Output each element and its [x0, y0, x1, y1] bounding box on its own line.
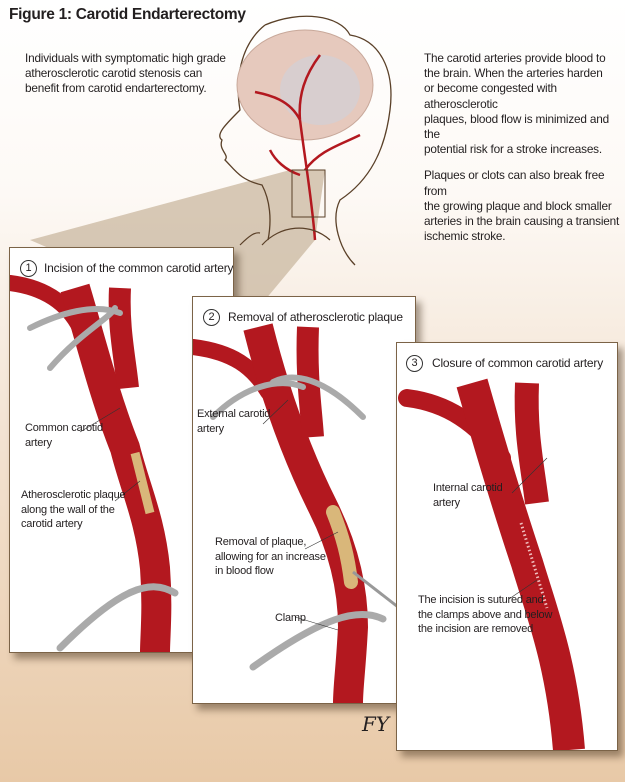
label-removal: Removal of plaque, allowing for an incre…: [215, 535, 326, 579]
label-line: the incision are removed: [418, 623, 534, 635]
intro-right-text: The carotid arteries provide blood to th…: [424, 51, 625, 244]
text-line: the growing plaque and block smaller: [424, 198, 612, 213]
text-line: the brain. When the arteries harden: [424, 66, 603, 81]
label-plaque: Atherosclerotic plaque along the wall of…: [21, 488, 126, 532]
artery-closure-illustration: [398, 378, 585, 750]
step-number-3: 3: [406, 355, 423, 372]
label-common-carotid: Common carotid artery: [25, 421, 103, 450]
text-line: Individuals with symptomatic high grade: [25, 51, 226, 65]
label-line: Internal carotid: [433, 482, 503, 494]
panel-2-removal: 2 Removal of atherosclerotic plaque Exte…: [192, 296, 416, 704]
label-line: allowing for an increase: [215, 550, 326, 563]
label-line: in blood flow: [215, 565, 274, 577]
label-line: Common carotid: [25, 422, 103, 434]
figure-title: Figure 1: Carotid Endarterectomy: [9, 6, 246, 23]
text-line: or become congested with atherosclerotic: [424, 81, 557, 111]
label-line: along the wall of the: [21, 503, 115, 516]
label-external-carotid: External carotid artery: [197, 407, 270, 436]
artery-incision-illustration: [10, 275, 179, 652]
text-line: The carotid arteries provide blood to: [424, 51, 606, 65]
neck-focus-box: [291, 169, 326, 218]
label-line: artery: [25, 436, 52, 449]
panel-title: Removal of atherosclerotic plaque: [228, 310, 403, 324]
artery-removal-illustration: [193, 323, 399, 703]
label-line: the clamps above and below: [418, 608, 553, 621]
text-line: plaques, blood flow is minimized and the: [424, 111, 609, 142]
text-line: arteries in the brain causing a transien…: [424, 214, 620, 229]
label-line: carotid artery: [21, 518, 83, 530]
label-line: Removal of plaque,: [215, 536, 307, 548]
label-internal-carotid: Internal carotid artery: [433, 481, 503, 510]
label-line: Atherosclerotic plaque: [21, 489, 126, 501]
label-clamp: Clamp: [275, 611, 306, 626]
panel-3-closure: 3 Closure of common carotid artery Inter…: [396, 342, 618, 751]
intro-left-text: Individuals with symptomatic high grade …: [25, 51, 226, 97]
label-line: External carotid: [197, 408, 271, 420]
text-line: atherosclerotic carotid stenosis can: [25, 66, 203, 81]
label-line: The incision is sutured and: [418, 594, 544, 606]
label-line: Clamp: [275, 612, 306, 624]
label-line: artery: [433, 496, 460, 509]
text-line: ischemic stroke.: [424, 229, 506, 244]
artist-signature: FY: [362, 712, 390, 736]
text-line: potential risk for a stroke increases.: [424, 142, 602, 157]
label-sutured: The incision is sutured and the clamps a…: [418, 593, 552, 637]
panel-title: Incision of the common carotid artery: [44, 261, 234, 275]
step-number-1: 1: [20, 260, 37, 277]
text-line: benefit from carotid endarterectomy.: [25, 81, 207, 96]
text-line: Plaques or clots can also break free fro…: [424, 168, 605, 198]
step-number-2: 2: [203, 309, 220, 326]
panel-title: Closure of common carotid artery: [432, 356, 603, 370]
label-line: artery: [197, 422, 224, 435]
